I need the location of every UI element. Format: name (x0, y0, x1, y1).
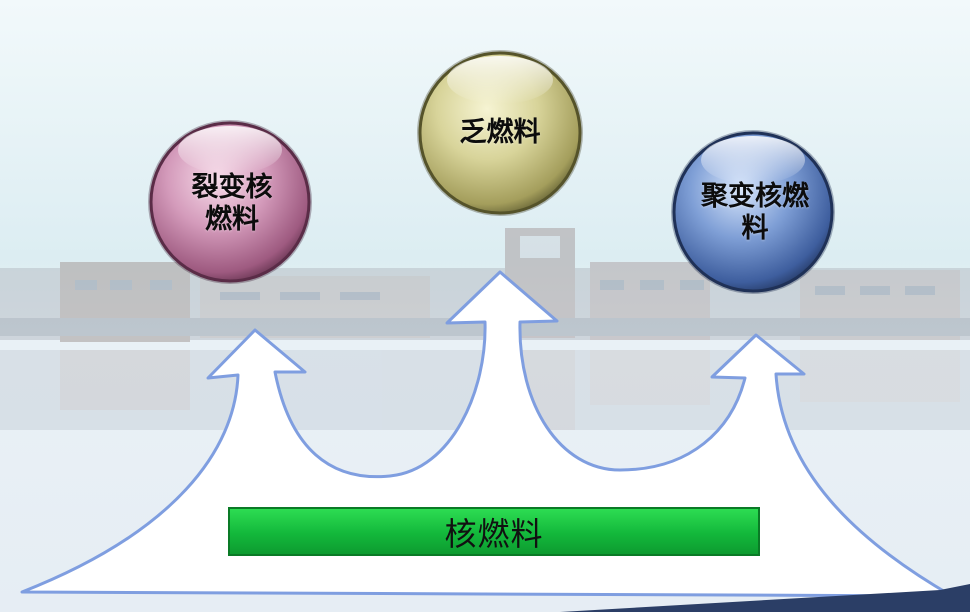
node-fission-label: 裂变核燃料 (170, 172, 294, 236)
base-bar: 核燃料 (228, 507, 760, 556)
node-fusion-label: 聚变核燃料 (690, 181, 820, 245)
base-label: 核燃料 (444, 509, 543, 555)
node-depleted-label: 乏燃料 (440, 117, 560, 149)
